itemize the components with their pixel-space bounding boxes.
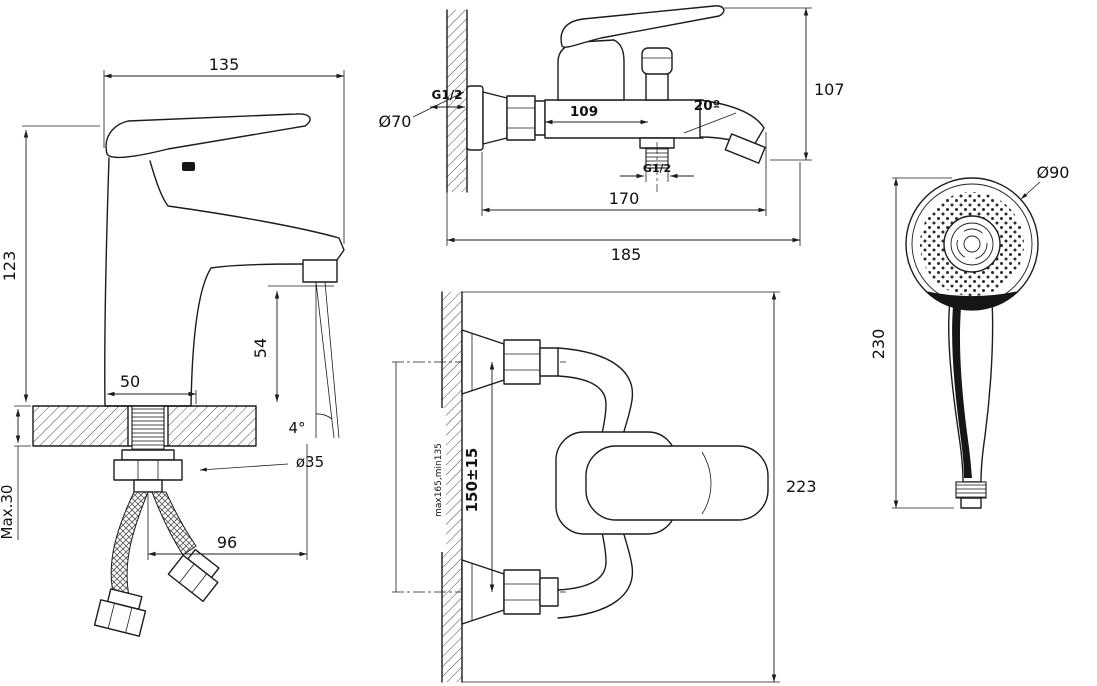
flex-hose-left [110,491,149,597]
bath-spout [699,99,765,148]
basin-dimensions: 135 123 Max.30 50 54 4° ø35 96 [0,55,345,560]
bath-mixer-front-view: 150±15 max165,min135 223 [392,291,817,683]
flange-cone [482,91,508,145]
dim-front-overall-height: 223 [786,477,817,496]
spout-underside [190,263,304,407]
dim-inlet-thread: G1/2 [432,88,463,102]
escutcheon [466,85,484,151]
stream-angle-arc [315,413,333,420]
handle-connector-thread [955,481,987,499]
wall-hatch [447,10,467,192]
dim-shower-length: 230 [869,329,888,360]
escutcheon-top [461,329,505,395]
body-trunk [557,347,634,619]
mounting-nut [113,459,183,481]
dim-deck-thickness: Max.30 [0,485,16,540]
hand-shower-dimensions: Ø90 230 [869,163,1070,509]
diverter-knob [641,47,673,75]
dim-side-overall-height: 107 [814,80,845,99]
mixer-body [544,99,704,139]
center-cap-hub [963,235,981,253]
dim-basin-overall-height: 123 [0,251,19,282]
head-shadow [925,291,1019,311]
basin-handle-lever [105,113,311,159]
bath-front-dimensions: 150±15 max165,min135 223 [395,291,817,683]
center-cap-segments [956,228,988,260]
dim-head-diameter: Ø90 [1037,163,1070,182]
connector-top [539,347,559,377]
handle-front [585,445,769,521]
escutcheon-bottom [461,559,505,625]
bath-handle-lever [560,5,725,48]
dim-inlet-centres-range: max165,min135 [434,443,444,517]
dim-spout-angle: 20º [694,98,720,114]
handle-shadow [952,306,972,478]
bath-side-dimensions: Ø70 G1/2 109 20º 107 G1/2 170 185 [379,7,845,264]
counter-hatch-right [168,406,256,446]
handle-grip-line [701,451,712,515]
flex-hose-right [151,491,197,556]
cartridge-housing [557,39,625,101]
dim-basin-overall-width: 135 [209,55,240,74]
center-cap-ring [950,222,994,266]
logo-badge [182,162,195,171]
dim-spout-height: 54 [251,338,270,358]
dim-base-width: 50 [120,372,140,391]
hand-shower-view: Ø90 230 [869,163,1070,509]
dim-wall-to-diverter: 109 [570,104,598,120]
dim-shower-outlet-thread: G1/2 [643,162,671,175]
spout-top-edge [149,160,345,261]
hose-fitting-left [93,588,147,637]
counter-deck [32,405,257,447]
dim-inlet-centres: 150±15 [463,448,481,513]
hose-stub [133,479,163,493]
nut-top [503,339,541,385]
dim-stream-angle: 4° [288,419,305,437]
dim-mounting-hole: ø35 [296,453,324,471]
spray-nozzle-ring [920,192,1024,296]
connection-nut [506,95,536,141]
basin-mixer-view: 135 123 Max.30 50 54 4° ø35 96 [0,55,345,637]
range-label-backplate [431,408,446,552]
nut-bottom [503,569,541,615]
water-stream-lines [315,281,340,439]
nut-facet-lines [137,460,159,480]
dim-spout-reach: 170 [609,189,640,208]
dim-overall-depth: 185 [611,245,642,264]
connector-bottom [539,577,559,607]
washer [121,449,175,461]
mounting-shank [131,405,165,451]
wall-hatch-front [442,292,462,682]
dim-hose-reach: 96 [217,533,237,552]
counter-hatch-left [33,406,128,446]
diverter-stem [645,71,669,101]
collar [534,100,546,136]
bath-mixer-side-view: Ø70 G1/2 109 20º 107 G1/2 170 185 [379,5,845,264]
center-cap-outer [943,215,1001,273]
dim-escutcheon-diameter: Ø70 [379,112,412,131]
basin-aerator [302,259,338,283]
spout-aerator [724,133,766,164]
body-left-edge [104,157,110,407]
handle-connector-tip [960,497,982,509]
